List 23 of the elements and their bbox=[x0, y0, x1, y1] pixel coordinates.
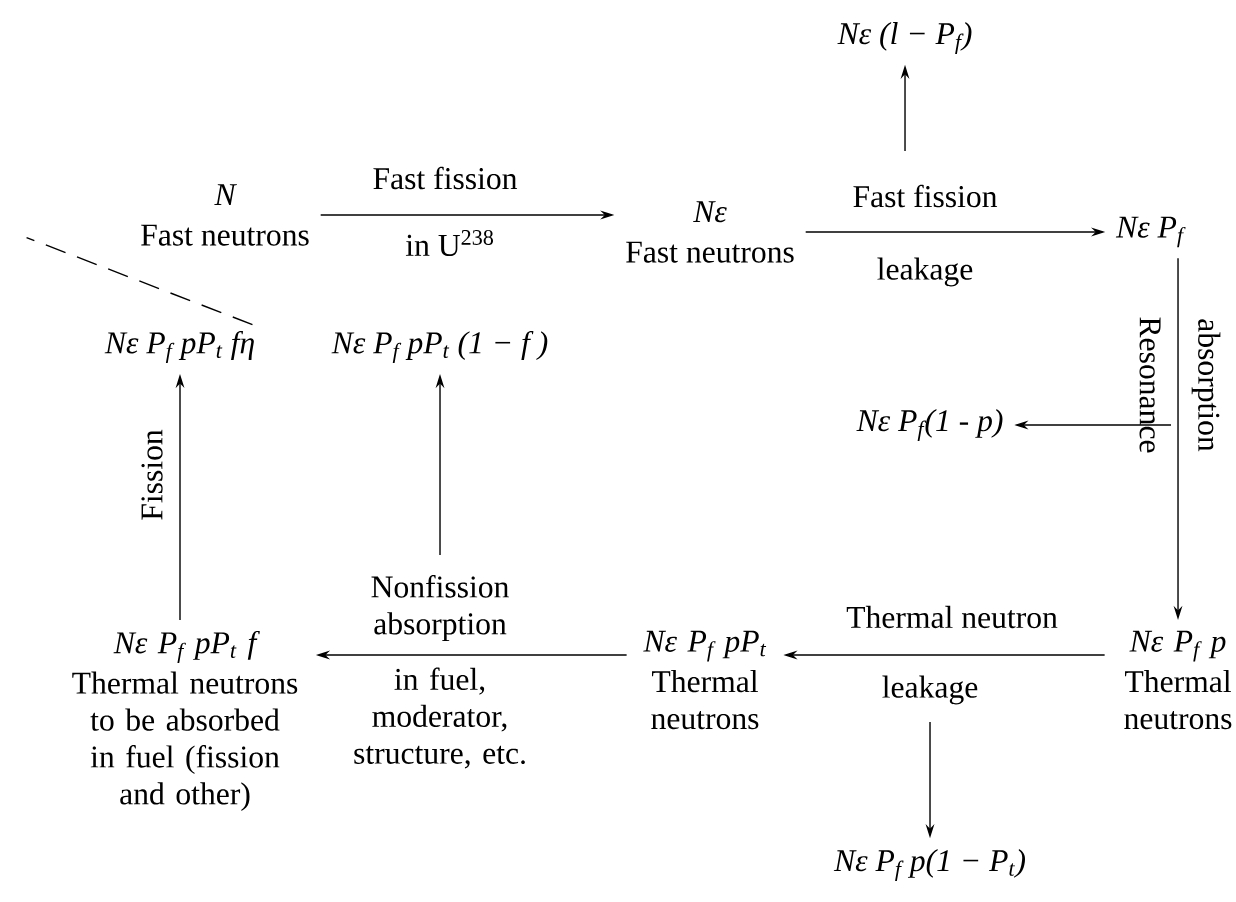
flow-label: Nε P$_{f}$(1 - p) bbox=[856, 409, 1003, 441]
edge-label: Thermal neutron bbox=[846, 605, 1058, 629]
flow-label: Nε (l − P$_{f}$) bbox=[837, 22, 972, 54]
edge-label: Fast fission bbox=[853, 184, 998, 208]
flow-label: Nε P$_{f}$pP$_{t}$ (1 − f ) bbox=[331, 330, 548, 364]
edge-label: Fast fission bbox=[373, 166, 518, 190]
note-text: in U$^{238}$ bbox=[405, 230, 493, 256]
flow-label: Nε Fast neutrons bbox=[626, 201, 794, 263]
flow-label: Nε P$_{f}$ pP$_{t}$ Thermal neutrons bbox=[643, 630, 767, 730]
flow-label: Nε P$_{f}$p(1 − P$_{t}$) bbox=[833, 849, 1025, 881]
edge-label: Nonfission absorption bbox=[371, 575, 509, 641]
flow-label: Nε P$_{f}$pP$_{t}$ fη bbox=[104, 330, 254, 364]
note-text: absorption bbox=[1191, 319, 1221, 452]
note-text: leakage bbox=[877, 257, 973, 287]
flow-label: Nε P$_{f}$ p Thermal neutrons bbox=[1124, 630, 1232, 730]
note-text: in fuel, moderator, structure, etc. bbox=[354, 667, 525, 769]
dashed-line bbox=[25, 236, 254, 326]
flow-label: N Fast neutrons bbox=[141, 184, 309, 246]
flow-label: Nε P$_{f}$ pP$_{t}$ f Thermal neutrons to be absorbed in fuel (fission and other) bbox=[72, 630, 298, 811]
edge-label: Fission bbox=[141, 429, 163, 520]
note-text: leakage bbox=[882, 675, 978, 705]
edge-label: Resonance bbox=[1139, 317, 1161, 453]
flow-label: Nε P$_{f}$ bbox=[1115, 216, 1186, 248]
